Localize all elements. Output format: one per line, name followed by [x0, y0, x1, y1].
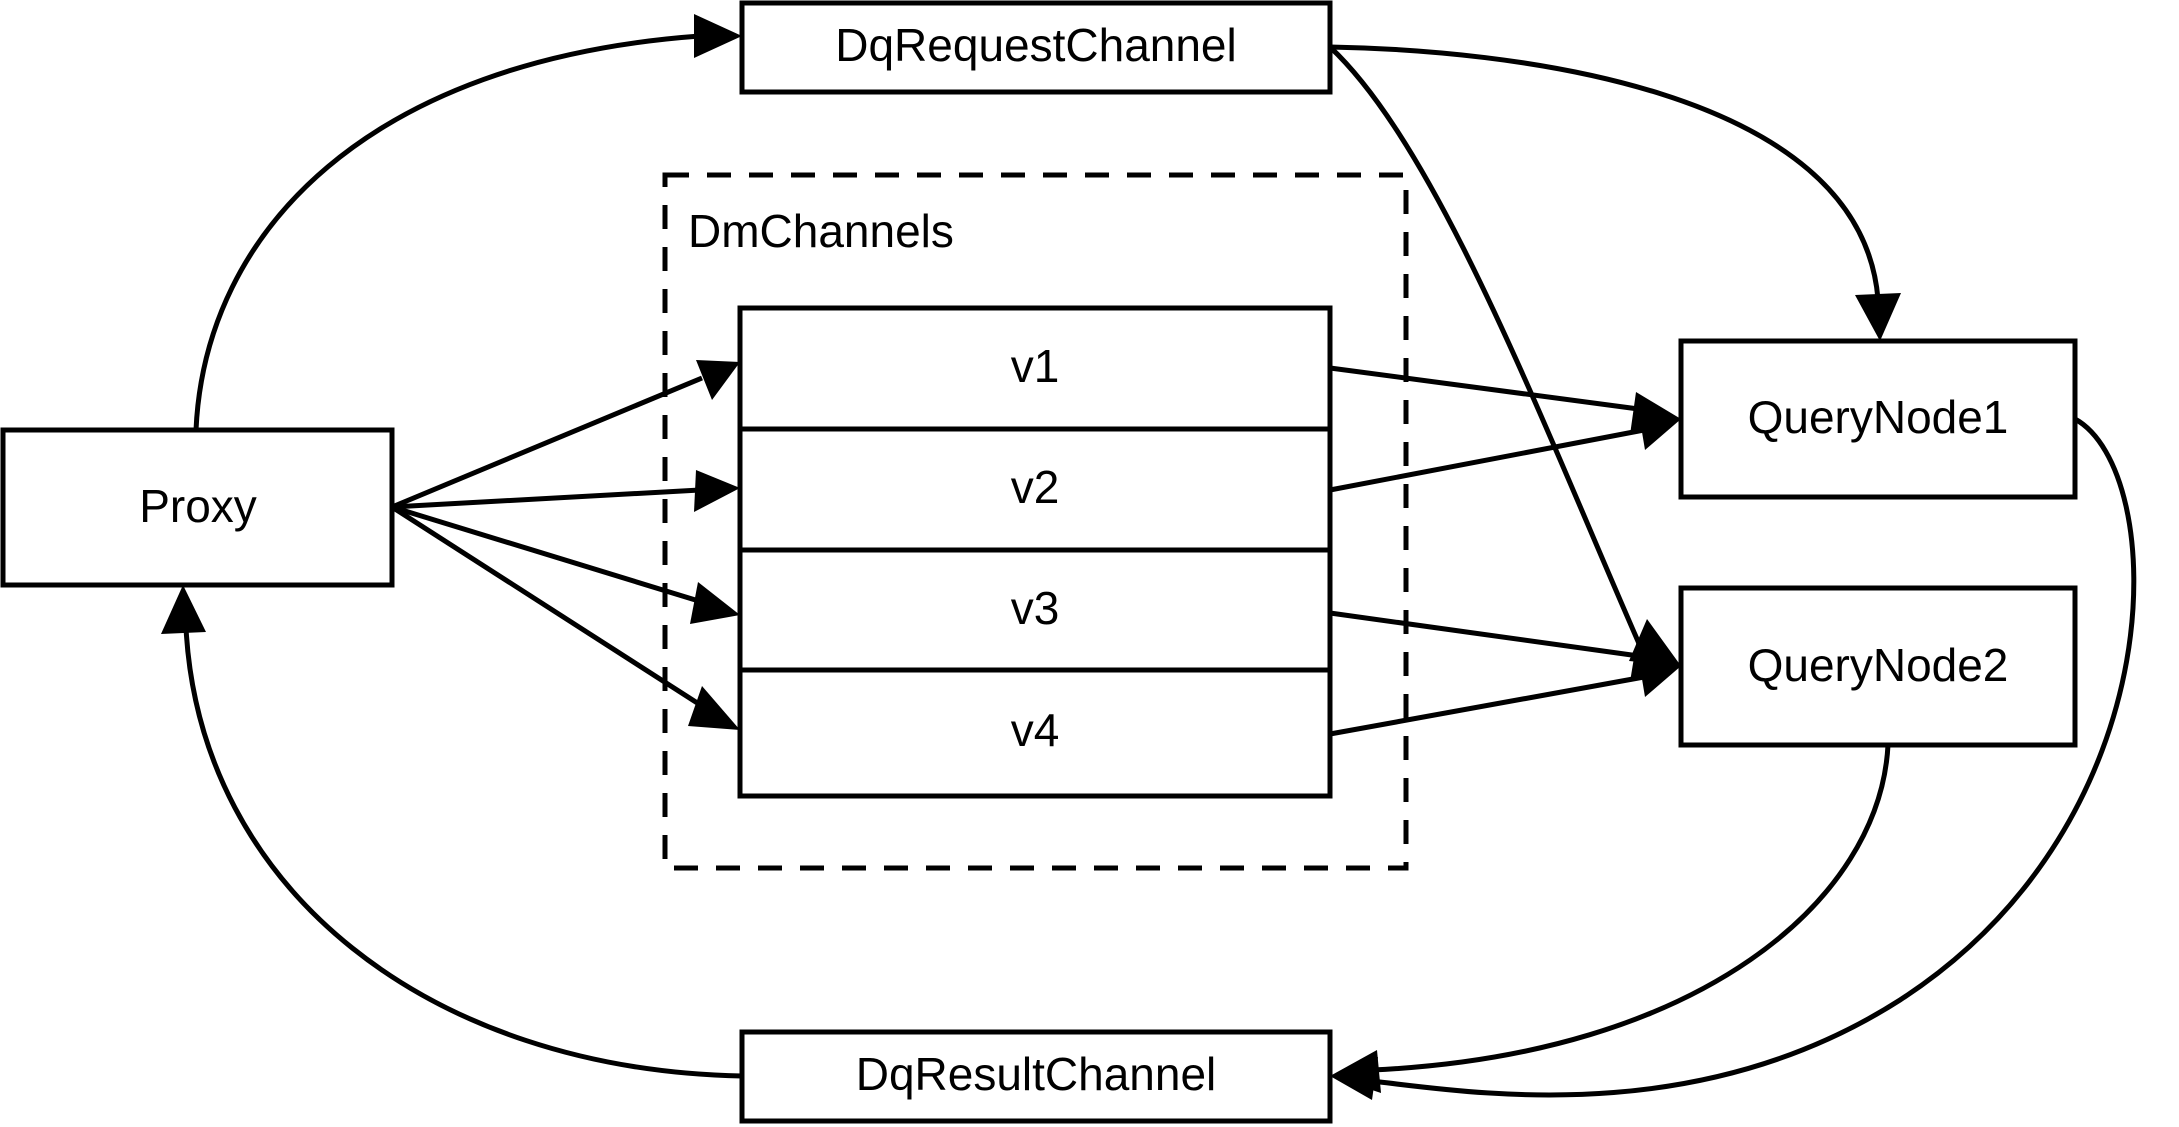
edge-dqrequestchannel-to-querynode2 [1328, 45, 1681, 666]
node-dq-result-channel-label: DqResultChannel [856, 1048, 1217, 1100]
node-proxy-box[interactable] [0, 427, 395, 588]
arrowhead-icon [694, 14, 742, 58]
arrowhead-icon [1855, 293, 1901, 341]
edge-v2-to-querynode1 [1329, 408, 1681, 493]
dm-channels-group-label: DmChannels [688, 205, 954, 257]
edge-proxy-to-dqrequestchannel [193, 14, 742, 431]
channel-table: v1 v2 v3 v4 [737, 305, 1333, 799]
channel-row-v4[interactable]: v4 [1011, 704, 1060, 756]
arrowhead-icon [1638, 655, 1681, 697]
edge-querynode1-to-dqresultchannel [1330, 416, 2137, 1100]
channel-row-v2[interactable]: v2 [1011, 461, 1060, 513]
arrowhead-icon [696, 360, 740, 400]
node-query-node-1[interactable]: QueryNode1 [1678, 338, 2078, 500]
edge-v4-to-querynode2 [1329, 655, 1681, 737]
arrowhead-icon [1330, 1050, 1381, 1093]
edge-proxy-to-v2 [391, 470, 740, 512]
edge-proxy-to-v4 [390, 504, 740, 730]
edge-v1-to-querynode1 [1329, 365, 1681, 435]
arrowhead-icon [161, 585, 206, 634]
channel-row-v1[interactable]: v1 [1011, 340, 1060, 392]
edge-querynode2-to-dqresultchannel [1330, 744, 1891, 1093]
arrowhead-icon [694, 470, 740, 512]
edge-proxy-to-v1 [391, 360, 740, 510]
node-proxy-label: Proxy [139, 480, 257, 532]
arrowhead-icon [1638, 408, 1681, 450]
node-dq-result-channel[interactable]: DqResultChannel [739, 1029, 1333, 1124]
node-dq-request-channel-box[interactable] [739, 0, 1333, 95]
dm-channels-group-border [662, 172, 1409, 871]
node-query-node-2[interactable]: QueryNode2 [1678, 585, 2078, 748]
edge-proxy-to-v3 [391, 504, 740, 624]
node-query-node-2-label: QueryNode2 [1748, 639, 2009, 691]
node-dq-request-channel-label: DqRequestChannel [835, 19, 1237, 71]
arrowhead-icon [690, 582, 740, 624]
edge-layer [161, 14, 2137, 1100]
node-dq-request-channel[interactable]: DqRequestChannel [739, 0, 1333, 95]
node-query-node-1-label: QueryNode1 [1748, 391, 2009, 443]
arrowhead-icon [688, 686, 740, 730]
node-dq-result-channel-box[interactable] [739, 1029, 1333, 1124]
node-query-node-2-box[interactable] [1678, 585, 2078, 748]
edge-dqresultchannel-to-proxy [161, 585, 743, 1079]
node-proxy[interactable]: Proxy [0, 427, 395, 588]
edge-dqrequestchannel-to-querynode1 [1329, 44, 1901, 341]
channel-row-v3[interactable]: v3 [1011, 582, 1060, 634]
node-query-node-1-box[interactable] [1678, 338, 2078, 500]
dm-channels-group: DmChannels [662, 172, 1409, 871]
